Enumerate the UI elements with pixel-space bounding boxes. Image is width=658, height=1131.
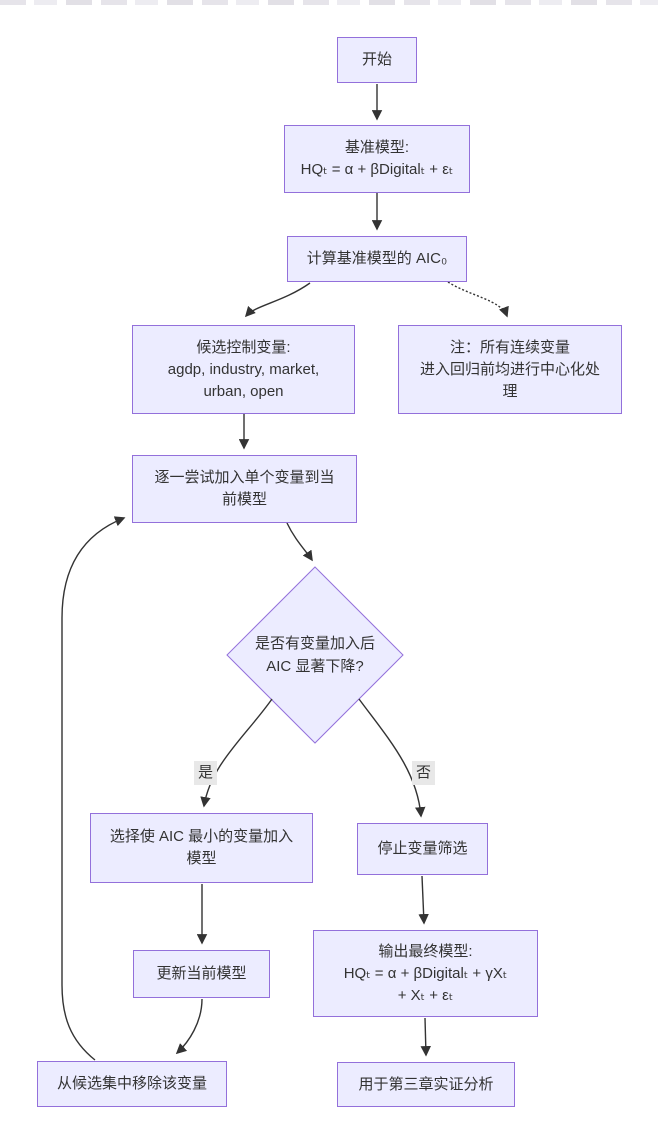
node-output-final-model: 输出最终模型: HQₜ = α + βDigitalₜ + γXₜ + Xₜ +… (313, 930, 538, 1017)
node-line: agdp, industry, market, (167, 360, 320, 378)
node-stop-selection: 停止变量筛选 (357, 823, 488, 875)
top-edge-artifact (0, 0, 658, 5)
node-start: 开始 (337, 37, 417, 83)
node-line: 输出最终模型: (378, 942, 473, 960)
node-remove-variable: 从候选集中移除该变量 (37, 1061, 227, 1107)
node-label: 计算基准模型的 AIC₀ (306, 250, 448, 267)
node-line: 逐一尝试加入单个变量到当 (154, 469, 335, 486)
node-note-centering: 注：所有连续变量 进入回归前均进行中心化处 理 (398, 325, 622, 414)
node-line: 模型 (186, 850, 217, 867)
node-compute-aic: 计算基准模型的 AIC₀ (287, 236, 467, 282)
node-candidate-variables: 候选控制变量: agdp, industry, market, urban, o… (132, 325, 355, 414)
node-line: 注：所有连续变量 (449, 338, 570, 356)
node-line: 理 (502, 382, 518, 400)
node-update-model: 更新当前模型 (133, 950, 270, 998)
node-line: 进入回归前均进行中心化处 (419, 360, 600, 378)
edge-label-yes: 是 (194, 761, 218, 785)
edge-label-no: 否 (412, 761, 436, 785)
node-baseline-model: 基准模型: HQₜ = α + βDigitalₜ + εₜ (284, 125, 470, 193)
node-decision-aic-drop: 是否有变量加入后 AIC 显著下降? (230, 618, 400, 692)
node-line: + Xₜ + εₜ (397, 986, 454, 1004)
node-line: HQₜ = α + βDigitalₜ + εₜ (300, 161, 454, 178)
node-label: 停止变量筛选 (377, 840, 468, 857)
node-try-add-variable: 逐一尝试加入单个变量到当 前模型 (132, 455, 357, 523)
node-line: urban, open (203, 382, 284, 400)
node-label: 开始 (361, 51, 392, 68)
node-line: 候选控制变量: (196, 338, 291, 356)
node-line: 前模型 (221, 491, 267, 508)
node-select-min-aic: 选择使 AIC 最小的变量加入 模型 (90, 813, 313, 883)
node-line: 选择使 AIC 最小的变量加入 (109, 828, 294, 845)
edge-lines (61, 84, 509, 1061)
node-line: HQₜ = α + βDigitalₜ + γXₜ (343, 964, 508, 982)
node-line: 基准模型: (344, 139, 410, 156)
node-final-analysis: 用于第三章实证分析 (337, 1062, 515, 1107)
node-line: AIC 显著下降? (266, 658, 364, 675)
node-label: 从候选集中移除该变量 (56, 1075, 207, 1092)
node-label: 更新当前模型 (156, 965, 247, 982)
node-label: 用于第三章实证分析 (358, 1075, 494, 1093)
node-line: 是否有变量加入后 (254, 635, 375, 652)
